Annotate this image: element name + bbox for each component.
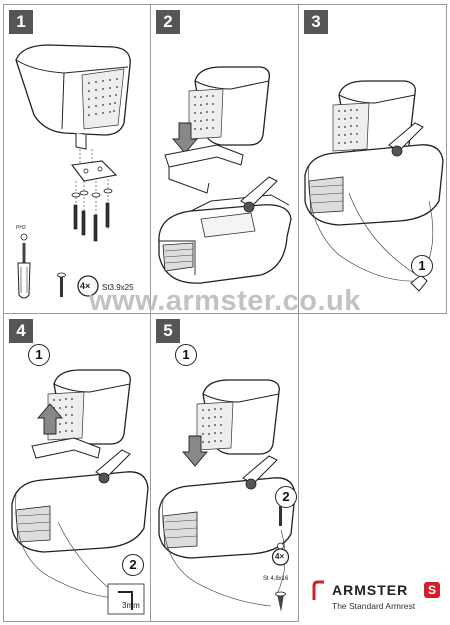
panel-step-1: 1 — [4, 5, 150, 313]
brand-name: ARMSTER — [332, 582, 409, 598]
step4-callout-2: 2 — [122, 554, 144, 576]
panel-step-5: 5 1 — [151, 314, 298, 621]
armrest-mounting-drawing — [158, 66, 292, 284]
grid-vertical-3 — [298, 313, 299, 622]
screwdriver-label: PH2 — [16, 225, 26, 231]
watermark-url: www.armster.co.uk — [89, 285, 361, 317]
step4-callout-1: 1 — [28, 344, 50, 366]
armster-logo: ARMSTER S The Standard Armrest — [312, 580, 447, 620]
screw-spec-label: St3.9x25 — [102, 283, 134, 292]
panel-step-2: 2 — [151, 5, 298, 313]
step-number-5: 5 — [156, 319, 180, 343]
brand-badge: S — [424, 582, 440, 598]
panel-step-3: 3 — [299, 5, 446, 313]
grid-border-right — [446, 4, 447, 314]
step-number-1: 1 — [9, 10, 33, 34]
grid-horizontal — [3, 313, 447, 314]
step-number-4: 4 — [9, 319, 33, 343]
step3-callout-1: 1 — [411, 255, 433, 277]
armrest-removal-drawing — [11, 369, 149, 615]
armster-logo-mark-icon — [312, 580, 324, 600]
screw-count-label: 4× — [80, 281, 91, 291]
hex-key-size: 3mm — [122, 601, 140, 610]
step-number-3: 3 — [304, 10, 328, 34]
brand-tagline: The Standard Armrest — [332, 601, 416, 611]
grid-border-bottom — [3, 621, 299, 622]
grid-border-top — [3, 4, 447, 5]
armrest-installed-drawing — [304, 80, 444, 292]
grid-vertical-2 — [298, 4, 299, 314]
armrest-refit-drawing — [158, 379, 296, 612]
panel-step-4: 4 1 — [4, 314, 150, 621]
step-number-2: 2 — [156, 10, 180, 34]
armrest-exploded-drawing — [15, 44, 131, 299]
screw-count-5: 4× — [275, 552, 285, 561]
step5-callout-2: 2 — [275, 486, 297, 508]
screw-spec-5: St 4,8x16 — [263, 576, 289, 582]
step5-callout-1: 1 — [175, 344, 197, 366]
